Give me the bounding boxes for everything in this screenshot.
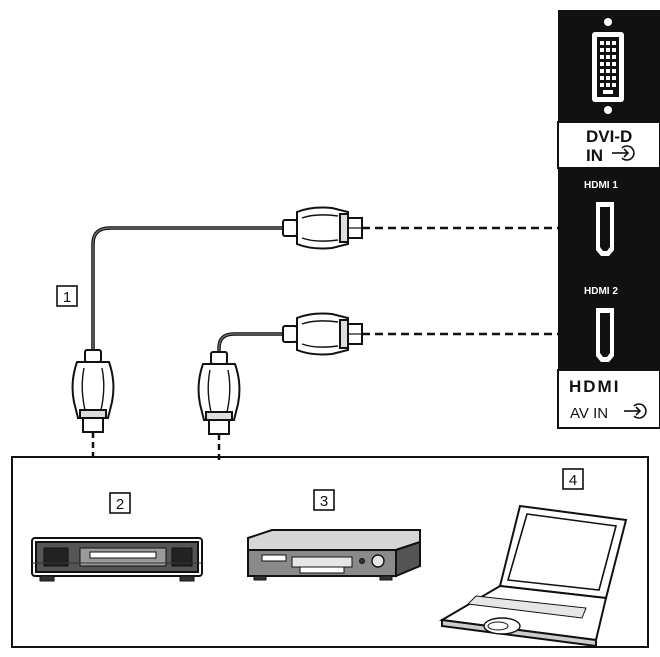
hdmi-plug-vertical-2 [197,351,241,435]
display-rear-panel: DVI-D IN HDMI 1 HDMI 2 HDMI AV IN [557,10,660,429]
hdmi1-port [596,202,614,256]
hdmi-plug-horizontal-2 [282,312,363,356]
hdmi2-label: HDMI 2 [584,286,618,297]
vcr-device [31,537,203,582]
devices-frame [11,456,649,648]
callout-4: 4 [569,472,577,489]
hdmi1-label: HDMI 1 [584,180,618,191]
callout-2: 2 [116,496,124,513]
av-in-label: AV IN [570,405,608,422]
callout-box-4 [562,468,584,490]
input-arrow-icon [612,145,635,161]
dvd-player-device [247,529,421,581]
input-arrow-icon [624,403,647,419]
callout-box-1 [56,285,78,307]
hdmi2-port [596,308,614,362]
dvi-in-label: IN [586,146,603,165]
hdmi-plug-vertical-1 [71,349,115,433]
dvi-d-connector [592,18,624,114]
hdmi-plug-horizontal-1 [282,206,363,250]
hdmi-label-band [557,369,660,429]
hdmi-cable-1 [91,226,287,350]
callout-box-3 [313,489,335,511]
laptop-device [438,504,628,648]
hdmi-cable-2 [217,332,287,356]
callout-box-2 [109,492,131,514]
dvi-d-label: DVI-D [586,127,632,146]
callout-3: 3 [320,493,328,510]
hdmi-logo: HDMI [569,377,620,396]
callout-1: 1 [63,289,71,306]
